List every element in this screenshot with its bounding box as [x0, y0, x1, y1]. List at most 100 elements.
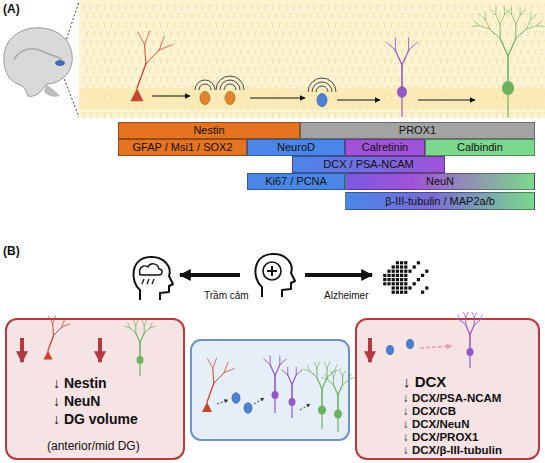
mature-neuron — [133, 320, 135, 325]
immature-neuron — [287, 367, 288, 375]
dentate-gyrus-band — [222, 40, 226, 46]
depression-icon — [133, 257, 173, 300]
immature-neuron — [264, 359, 271, 365]
dentate-gyrus-band — [502, 4, 506, 10]
dentate-gyrus-band — [169, 13, 173, 19]
dentate-gyrus-band — [505, 13, 509, 19]
dentate-gyrus-band — [225, 49, 229, 55]
dentate-gyrus-band — [180, 76, 184, 82]
dentate-gyrus-band — [229, 76, 233, 82]
dentate-gyrus-band — [232, 49, 236, 55]
dentate-gyrus-band — [166, 4, 170, 10]
mature-neuron — [472, 25, 480, 27]
dentate-gyrus-band — [400, 49, 404, 55]
dentate-gyrus-band — [383, 58, 387, 64]
dentate-gyrus-band — [379, 49, 383, 55]
dentate-gyrus-band — [260, 13, 264, 19]
dentate-gyrus-band — [138, 4, 142, 10]
dentate-gyrus-band — [243, 76, 247, 82]
dentate-gyrus-band — [145, 22, 149, 28]
dentate-gyrus-band — [453, 4, 457, 10]
dentate-gyrus-band — [414, 13, 418, 19]
dentate-gyrus-band — [320, 112, 324, 118]
dentate-gyrus-band — [386, 13, 390, 19]
radial-glia — [207, 383, 214, 402]
marker-bar: Calbindin — [425, 139, 535, 156]
dentate-gyrus-band — [99, 49, 103, 55]
dentate-gyrus-band — [306, 4, 310, 10]
finding-text: ↓ NeuN — [53, 394, 100, 408]
dentate-gyrus-band — [341, 58, 345, 64]
dentate-gyrus-band — [124, 4, 128, 10]
marker-bar: DCX / PSA-NCAM — [292, 156, 445, 173]
dentate-gyrus-band — [372, 67, 376, 73]
dentate-gyrus-band — [330, 49, 334, 55]
alzheimer-icon — [417, 261, 420, 264]
dentate-gyrus-band — [215, 76, 219, 82]
alzheimer-icon — [383, 282, 386, 285]
dentate-gyrus-band — [278, 58, 282, 64]
dentate-gyrus-band — [103, 58, 107, 64]
dentate-gyrus-band — [390, 4, 394, 10]
radial-glia — [62, 324, 70, 327]
dentate-gyrus-band — [470, 67, 474, 73]
dentate-gyrus-band — [281, 31, 285, 37]
dentate-gyrus-band — [222, 112, 226, 118]
alzheimer-icon — [421, 274, 424, 277]
mature-neuron — [349, 378, 355, 380]
marker-name: Calbindin — [457, 142, 503, 153]
dentate-gyrus-band — [383, 76, 387, 82]
mature-neuron — [526, 26, 536, 29]
immature-neuron — [455, 318, 460, 320]
dentate-gyrus-band — [187, 76, 191, 82]
alzheimer-icon — [396, 278, 399, 281]
brain-illustration — [44, 84, 60, 97]
marker-bar: PROX1 — [300, 122, 535, 139]
dentate-gyrus-band — [201, 112, 205, 118]
dentate-gyrus-band — [278, 112, 282, 118]
immature-neuron — [409, 42, 418, 50]
dentate-gyrus-band — [229, 40, 233, 46]
dentate-gyrus-band — [530, 58, 534, 64]
dentate-gyrus-band — [446, 76, 450, 82]
dentate-gyrus-band — [246, 67, 250, 73]
dentate-gyrus-band — [183, 13, 187, 19]
dentate-gyrus-band — [169, 67, 173, 73]
dentate-gyrus-band — [530, 112, 534, 118]
dentate-gyrus-band — [229, 112, 233, 118]
dentate-gyrus-band — [155, 13, 159, 19]
dentate-gyrus-band — [432, 40, 436, 46]
dentate-gyrus-band — [523, 112, 527, 118]
stage-arrow — [254, 398, 264, 404]
dentate-gyrus-band — [260, 67, 264, 73]
dentate-gyrus-band — [537, 40, 541, 46]
dentate-gyrus-band — [323, 49, 327, 55]
mature-neuron — [500, 38, 508, 56]
dentate-gyrus-band — [127, 31, 131, 37]
dentate-gyrus-band — [481, 76, 485, 82]
dentate-gyrus-band — [463, 49, 467, 55]
dentate-gyrus-band — [288, 49, 292, 55]
dentate-gyrus-band — [435, 13, 439, 19]
decrease-arrow — [98, 338, 102, 362]
dentate-gyrus-band — [243, 58, 247, 64]
alzheimer-icon — [425, 270, 428, 273]
dentate-gyrus-band — [351, 31, 355, 37]
dentate-gyrus-band — [201, 40, 205, 46]
dentate-gyrus-band — [299, 76, 303, 82]
dentate-gyrus-band — [502, 58, 506, 64]
dentate-gyrus-band — [467, 76, 471, 82]
mature-neuron — [314, 362, 317, 368]
dentate-gyrus-band — [190, 31, 194, 37]
dentate-gyrus-band — [190, 67, 194, 73]
dentate-gyrus-band — [103, 40, 107, 46]
dentate-gyrus-band — [250, 40, 254, 46]
immature-neuron — [466, 325, 470, 334]
alzheimer-icon — [392, 291, 395, 294]
dentate-gyrus-band — [187, 40, 191, 46]
brain-illustration — [55, 60, 65, 66]
immature-neuron — [395, 38, 396, 50]
alzheimer-icon — [392, 278, 395, 281]
dentate-gyrus-band — [145, 76, 149, 82]
dentate-gyrus-band — [474, 4, 478, 10]
